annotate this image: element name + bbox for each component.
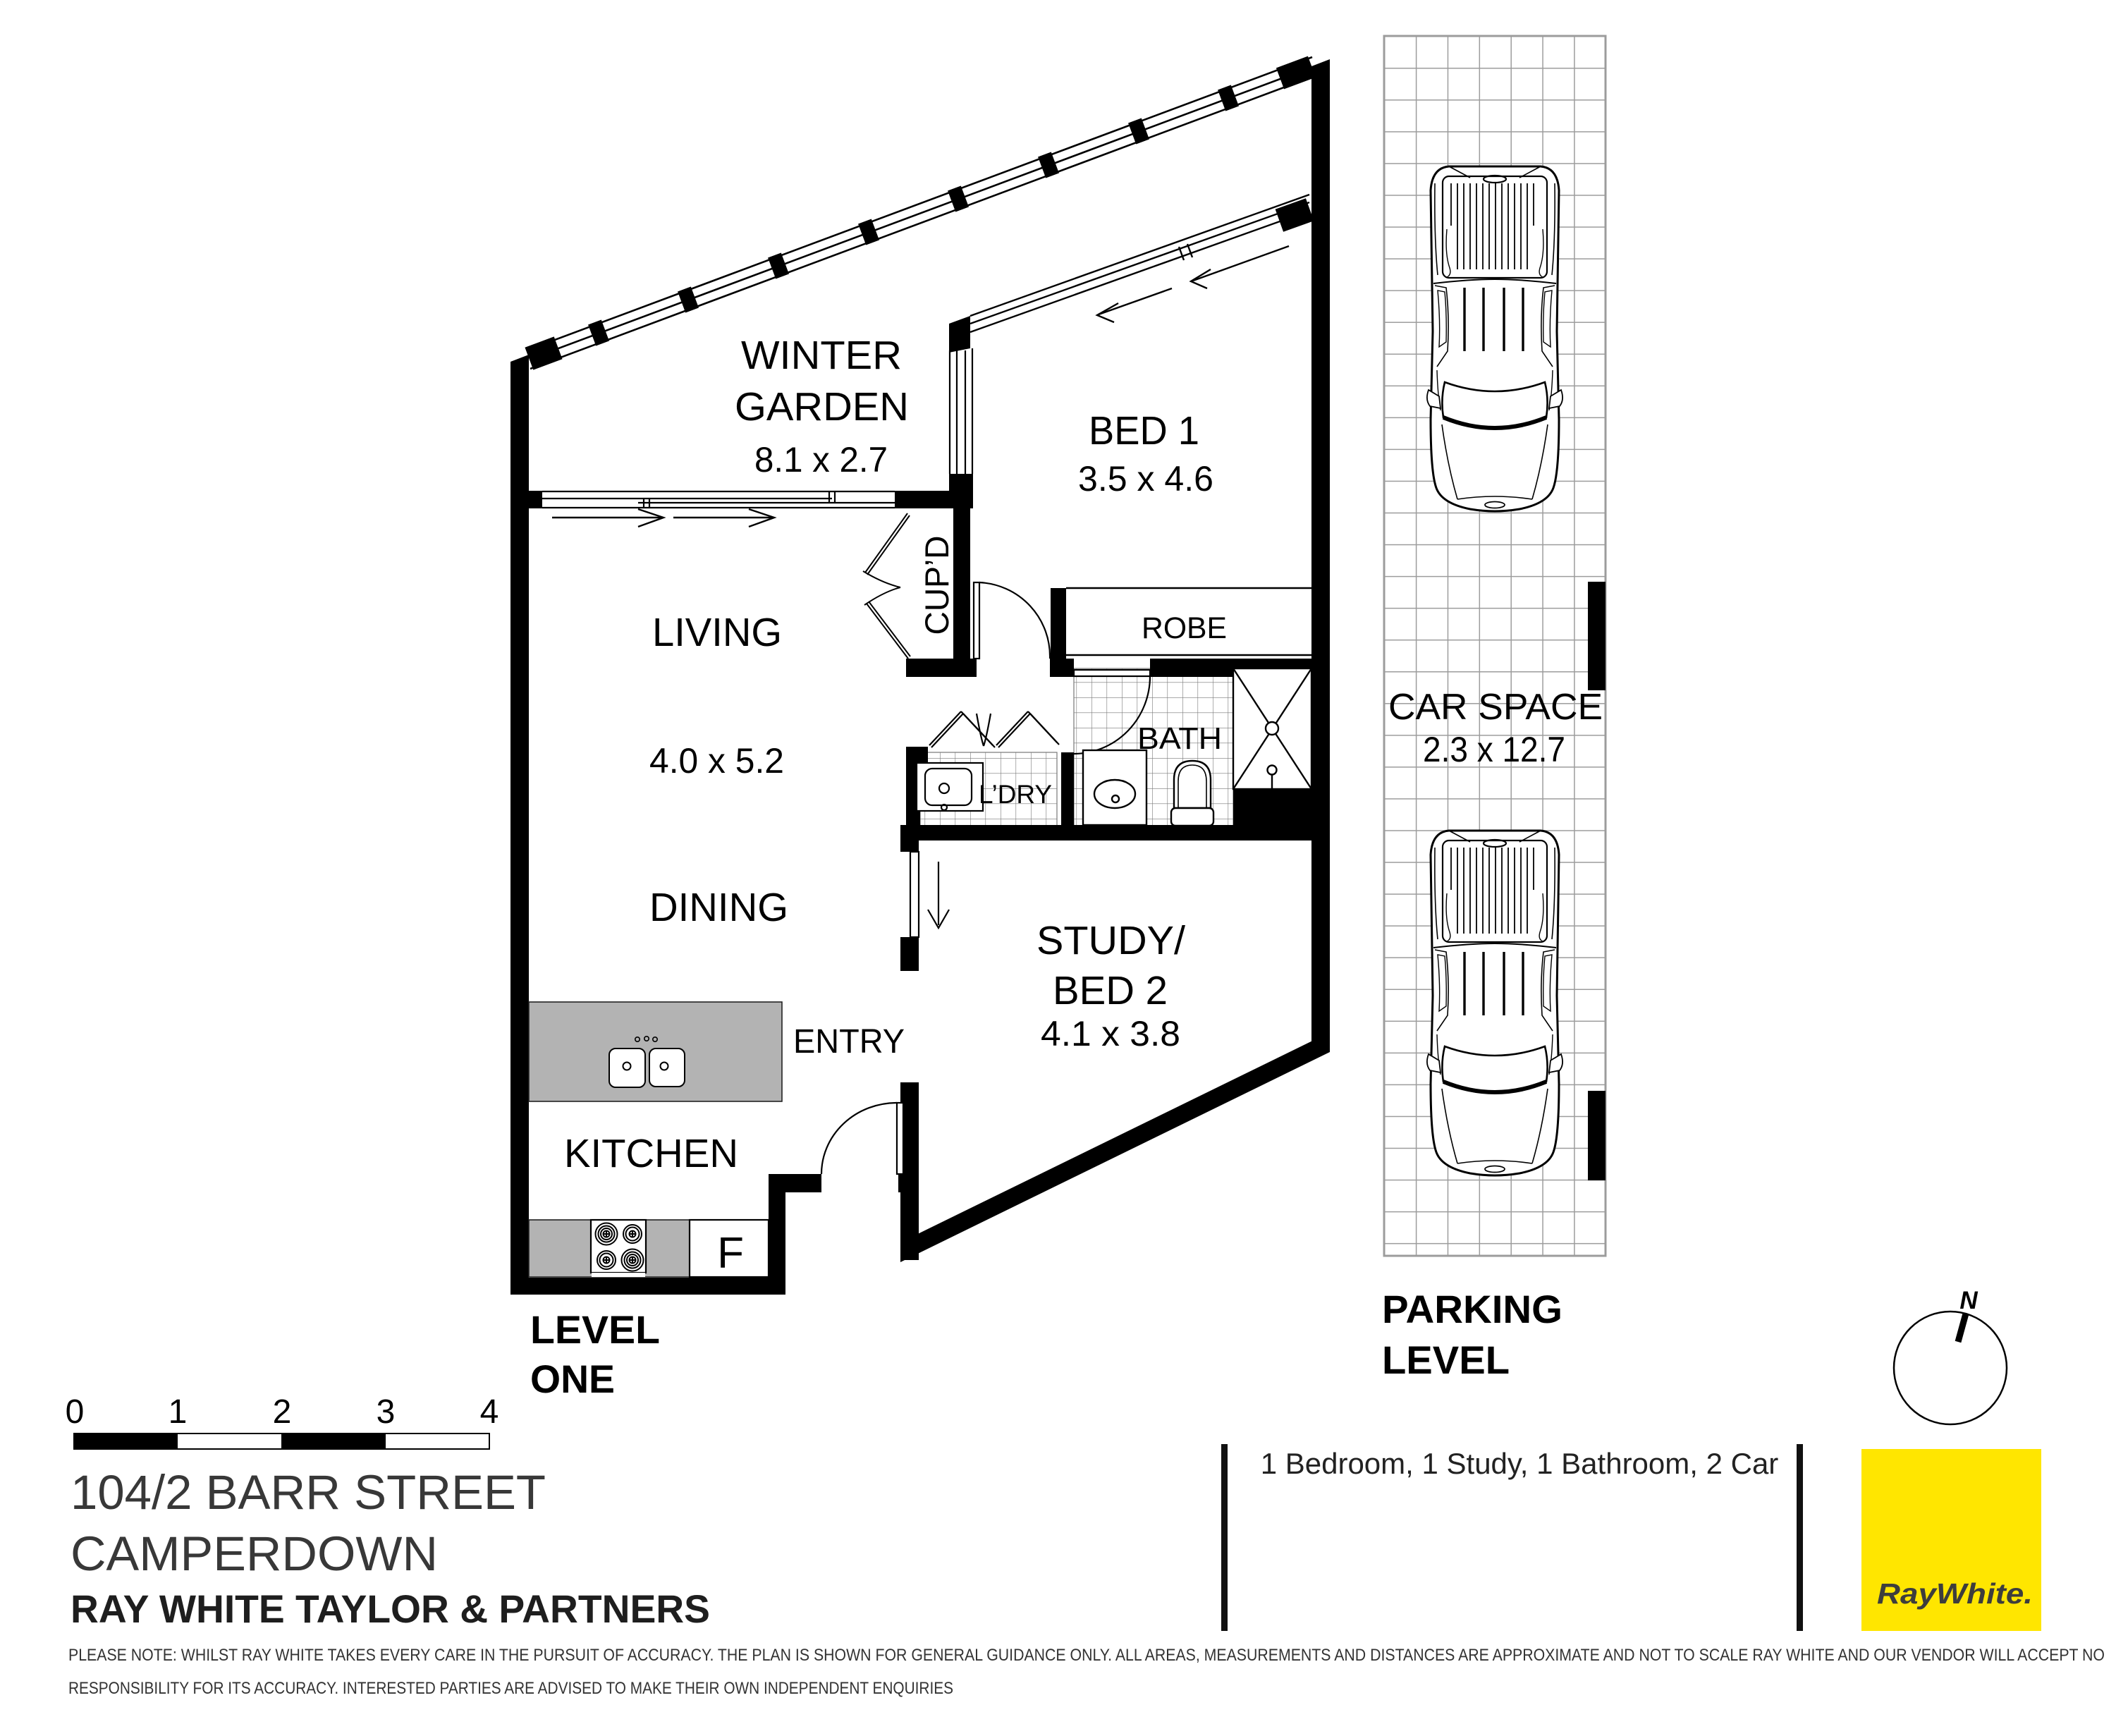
svg-text:PLEASE NOTE: WHILST RAY WHITE: PLEASE NOTE: WHILST RAY WHITE TAKES EVER…	[68, 1646, 2105, 1665]
svg-text:RAY WHITE TAYLOR & PARTNERS: RAY WHITE TAYLOR & PARTNERS	[71, 1587, 710, 1631]
svg-text:GARDEN: GARDEN	[735, 384, 909, 429]
svg-text:LEVEL: LEVEL	[1382, 1338, 1510, 1382]
svg-text:CAMPERDOWN: CAMPERDOWN	[71, 1527, 438, 1581]
svg-text:1: 1	[169, 1393, 188, 1431]
svg-text:3.5 x 4.6: 3.5 x 4.6	[1078, 459, 1213, 499]
svg-text:BED 2: BED 2	[1053, 968, 1168, 1013]
svg-text:LIVING: LIVING	[652, 610, 782, 655]
svg-text:ROBE: ROBE	[1142, 611, 1227, 645]
svg-text:WINTER: WINTER	[741, 333, 902, 378]
svg-text:BATH: BATH	[1137, 721, 1222, 756]
svg-text:DINING: DINING	[649, 885, 788, 930]
svg-text:1 Bedroom, 1 Study, 1 Bathroom: 1 Bedroom, 1 Study, 1 Bathroom, 2 Car	[1261, 1447, 1779, 1480]
svg-text:3: 3	[377, 1393, 396, 1431]
svg-text:ENTRY: ENTRY	[793, 1023, 905, 1060]
svg-text:N: N	[1959, 1287, 1978, 1314]
svg-text:RayWhite.: RayWhite.	[1877, 1577, 2033, 1610]
svg-text:8.1 x 2.7: 8.1 x 2.7	[754, 440, 888, 479]
svg-text:ONE: ONE	[530, 1357, 615, 1401]
svg-text:RESPONSIBILITY FOR ITS ACCURAC: RESPONSIBILITY FOR ITS ACCURACY. INTERES…	[68, 1679, 953, 1698]
svg-text:104/2 BARR STREET: 104/2 BARR STREET	[71, 1465, 546, 1520]
svg-text:BED 1: BED 1	[1089, 408, 1199, 453]
svg-text:CAR SPACE: CAR SPACE	[1388, 687, 1603, 728]
svg-text:PARKING: PARKING	[1382, 1287, 1562, 1331]
svg-text:STUDY/: STUDY/	[1036, 918, 1185, 963]
svg-text:F: F	[717, 1229, 744, 1278]
svg-text:CUP’D: CUP’D	[918, 536, 955, 635]
svg-text:LEVEL: LEVEL	[530, 1307, 660, 1352]
svg-text:4.0 x 5.2: 4.0 x 5.2	[649, 741, 784, 781]
svg-text:4: 4	[480, 1393, 499, 1431]
svg-text:2: 2	[273, 1393, 292, 1431]
svg-text:0: 0	[66, 1393, 85, 1431]
svg-text:2.3 x 12.7: 2.3 x 12.7	[1423, 730, 1565, 769]
svg-text:L’DRY: L’DRY	[979, 780, 1052, 809]
svg-text:KITCHEN: KITCHEN	[564, 1131, 738, 1176]
svg-text:4.1 x 3.8: 4.1 x 3.8	[1041, 1014, 1180, 1053]
